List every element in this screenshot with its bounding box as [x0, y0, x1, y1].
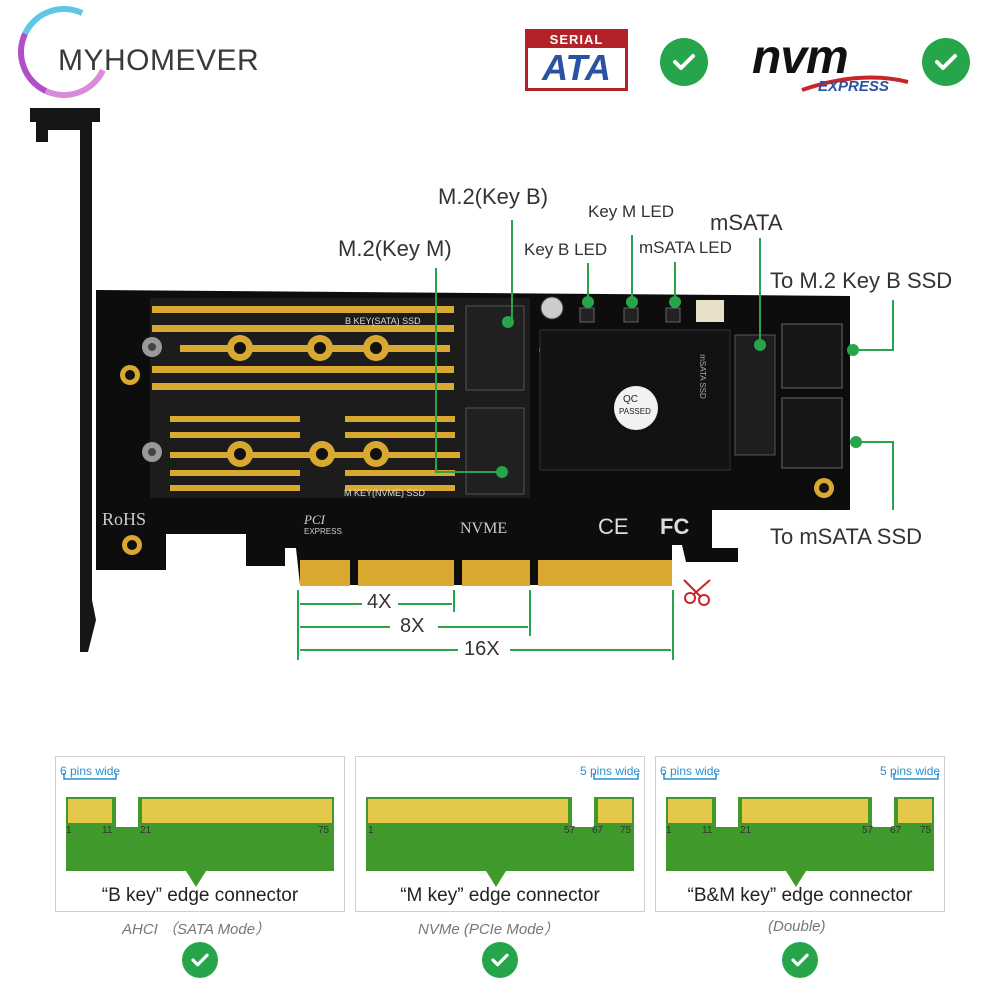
bmkey-supported-check-icon — [782, 942, 818, 978]
bkey-pin-1: 1 — [66, 825, 72, 836]
bmkey-pin-75: 75 — [920, 825, 932, 836]
callout-to-m2-key-b: To M.2 Key B SSD — [770, 268, 953, 293]
serial-ata-logo-main: ATA — [542, 47, 611, 88]
mkey-connector-diagram — [366, 773, 639, 887]
nvme-supported-check-icon — [922, 38, 970, 86]
bkey-pin-75: 75 — [318, 825, 330, 836]
bkey-left-pins-label: 6 pins wide — [60, 764, 121, 778]
lane-8x: 8X — [400, 615, 425, 637]
capacitor — [540, 296, 564, 320]
bkey-caption: AHCI （SATA Mode） — [122, 921, 271, 938]
adapter-board-illustration — [30, 108, 894, 660]
silk-fc: FC — [660, 514, 690, 539]
bmkey-caption: (Double) — [768, 918, 826, 935]
silk-rohs: RoHS — [102, 509, 147, 529]
silk-passed: PASSED — [619, 407, 651, 416]
callout-key-m-led: Key M LED — [588, 202, 674, 221]
nvm-express-logo-sub: EXPRESS — [818, 78, 889, 95]
nvm-swoosh-icon — [801, 75, 909, 92]
bkey-pin-21: 21 — [140, 825, 152, 836]
mkey-caption: NVMe (PCIe Mode） — [418, 921, 559, 938]
mkey-pin-67: 67 — [592, 825, 604, 836]
mkey-right-pins-label: 5 pins wide — [580, 764, 641, 778]
silk-express: EXPRESS — [304, 527, 342, 536]
callout-msata: mSATA — [710, 210, 783, 235]
bmkey-left-pins-label: 6 pins wide — [660, 764, 721, 778]
bkey-pin-11: 11 — [102, 825, 113, 836]
m2-keyb-socket — [465, 305, 525, 391]
callout-key-b-led: Key B LED — [524, 240, 608, 259]
callout-to-msata: To mSATA SSD — [770, 524, 923, 549]
nvm-express-logo: nvm — [752, 31, 849, 84]
silk-qc: QC — [623, 394, 638, 405]
pci-bracket — [30, 108, 100, 652]
mkey-pin-75: 75 — [620, 825, 632, 836]
bmkey-pin-11: 11 — [702, 825, 713, 836]
silk-pci: PCI — [304, 512, 325, 527]
qc-passed-sticker — [614, 386, 658, 430]
msata-led — [665, 307, 681, 323]
brand-name: MYHOMEVER — [58, 44, 260, 77]
bmkey-pin-1: 1 — [666, 825, 672, 836]
callout-m2-key-m: M.2(Key M) — [338, 236, 452, 261]
bmkey-pin-57: 57 — [862, 825, 874, 836]
serial-ata-logo-top: SERIAL — [528, 32, 625, 48]
pcie-gold-fingers — [300, 560, 672, 586]
serial-ata-logo: SERIAL ATA — [525, 29, 628, 91]
bmkey-pin-67: 67 — [890, 825, 902, 836]
bmkey-pin-21: 21 — [740, 825, 752, 836]
bmkey-right-pins-label: 5 pins wide — [880, 764, 941, 778]
sata-supported-check-icon — [660, 38, 708, 86]
mkey-title: “M key” edge connector — [400, 885, 600, 906]
bmkey-title: “B&M key” edge connector — [687, 885, 913, 906]
sata-port-keyb — [781, 323, 843, 389]
key-m-led — [623, 307, 639, 323]
lane-dimension-lines — [297, 590, 674, 660]
silk-ce: CE — [598, 514, 629, 539]
scissors-icon — [683, 579, 711, 606]
key-b-led — [579, 307, 595, 323]
silk-nvme: NVME — [460, 520, 508, 537]
bkey-supported-check-icon — [182, 942, 218, 978]
callout-msata-led: mSATA LED — [639, 238, 732, 257]
bkey-connector-diagram — [63, 773, 334, 887]
mkey-pin-57: 57 — [564, 825, 576, 836]
sata-port-msata — [781, 397, 843, 469]
lane-4x: 4X — [367, 591, 392, 613]
bmkey-connector-diagram — [663, 773, 939, 887]
power-connector — [696, 300, 724, 322]
silk-mkey: M KEY(NVME) SSD — [344, 488, 426, 498]
silk-bkey: B KEY(SATA) SSD — [345, 316, 421, 326]
lane-16x: 16X — [464, 638, 500, 660]
callout-m2-key-b: M.2(Key B) — [438, 184, 549, 209]
silk-msata: mSATA SSD — [697, 354, 707, 399]
msata-socket — [734, 334, 776, 456]
m2-keym-socket — [465, 407, 525, 495]
bmkey-connector-card: 6 pins wide 5 pins wide 1 11 21 57 67 75… — [655, 756, 945, 912]
mkey-pin-1: 1 — [368, 825, 374, 836]
mkey-connector-card: 5 pins wide 1 57 67 75 “M key” edge conn… — [355, 756, 645, 912]
bkey-connector-card: 6 pins wide 1 11 21 75 “B key” edge conn… — [55, 756, 345, 912]
mkey-supported-check-icon — [482, 942, 518, 978]
bkey-title: “B key” edge connector — [101, 885, 299, 906]
